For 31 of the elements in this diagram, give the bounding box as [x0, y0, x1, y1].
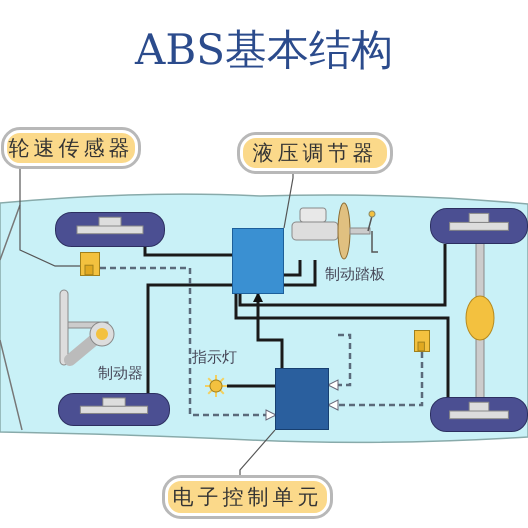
- wheel-drawing: [55, 212, 165, 247]
- indicator-lamp-icon: [205, 375, 227, 397]
- callout-label: 轮速传感器: [4, 130, 138, 166]
- brake-line: [284, 260, 302, 276]
- control-unit-box: [275, 368, 329, 430]
- signal-line: [100, 266, 276, 420]
- wheel-drawing: [430, 208, 528, 244]
- hydraulic-modulator-box: [232, 228, 284, 294]
- leader-line: [19, 166, 80, 267]
- part-label: 制动器: [98, 364, 143, 383]
- part-label: 制动踏板: [325, 265, 385, 284]
- leader-line: [283, 171, 294, 228]
- callout-label: 电子控制单元: [165, 478, 330, 516]
- leader-line: [239, 430, 276, 478]
- brake-line: [144, 247, 232, 256]
- signal-line: [328, 352, 424, 410]
- signal-line: [328, 334, 352, 390]
- part-label: 指示灯: [192, 348, 237, 367]
- brake-line: [238, 244, 446, 306]
- callout-label: 液压调节器: [240, 135, 390, 171]
- master-cylinder-drawing: [290, 200, 380, 260]
- brake-line: [234, 294, 450, 397]
- wheel-drawing: [58, 393, 170, 426]
- sensor-icon: [80, 252, 100, 276]
- brake-line: [227, 384, 275, 388]
- title: ABS基本结构: [134, 24, 394, 76]
- wheel-drawing: [430, 397, 528, 432]
- brake-line: [146, 284, 232, 393]
- brake-line: [284, 260, 316, 286]
- sensor-icon: [414, 330, 430, 352]
- brake-line: [253, 292, 284, 368]
